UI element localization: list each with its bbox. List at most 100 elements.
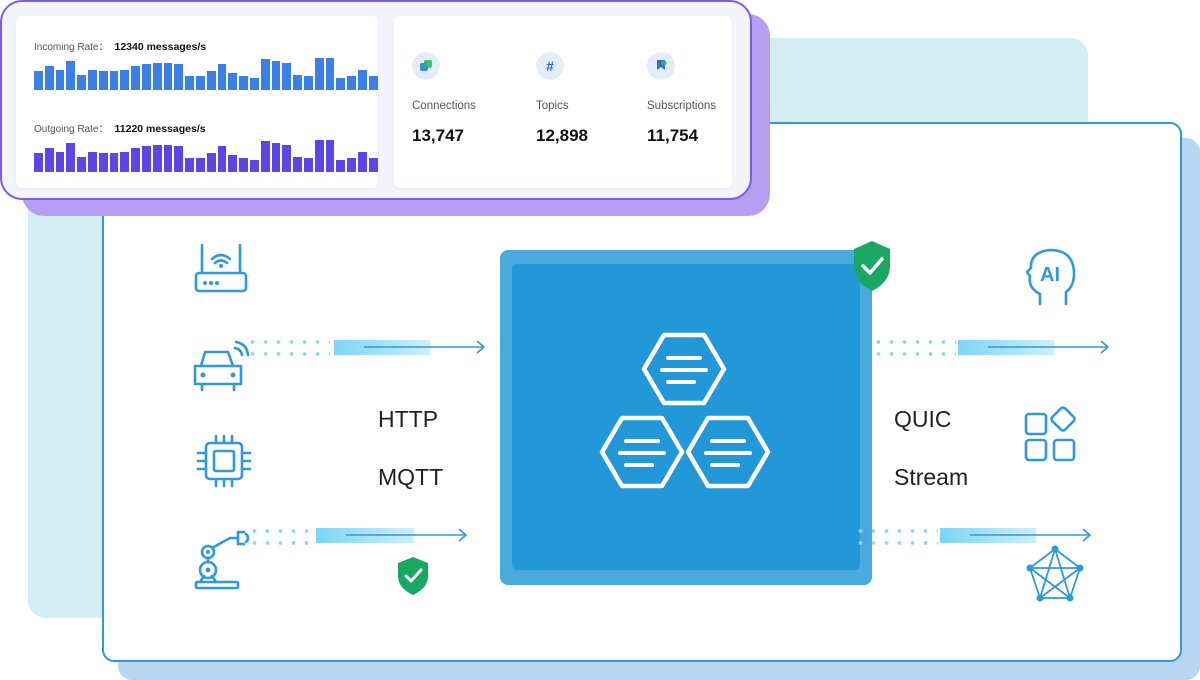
incoming-rate-bar <box>34 71 43 90</box>
incoming-rate-bar <box>228 73 238 90</box>
left-top-dots-2 <box>246 352 330 356</box>
outgoing-rate-bar <box>206 153 216 172</box>
protocol-stream: Stream <box>894 464 969 490</box>
incoming-rate-bar <box>120 70 130 90</box>
incoming-rate-bar <box>44 66 54 90</box>
outgoing-rate-label: Outgoing Rate： <box>34 124 109 135</box>
outgoing-rate-bar <box>174 146 184 172</box>
incoming-rate-bar <box>368 76 378 90</box>
incoming-rate-bar <box>152 63 162 90</box>
stat-connections-label: Connections <box>412 100 476 112</box>
stat-subscriptions-value: 11,754 <box>647 126 699 145</box>
apps-icon <box>1024 406 1076 462</box>
outgoing-rate-bar <box>87 152 97 172</box>
router-icon <box>194 243 248 293</box>
outgoing-rate-bar <box>260 141 270 172</box>
network-graph-icon <box>1026 545 1084 602</box>
incoming-rate-bar <box>336 78 346 90</box>
right-bottom-dots <box>854 529 938 533</box>
left-bottom-arrow-icon <box>346 528 468 542</box>
outgoing-rate-bar <box>120 152 130 172</box>
incoming-rate-bar <box>282 63 292 90</box>
right-bottom-dots-2 <box>854 541 938 545</box>
incoming-rate-bars <box>34 56 378 90</box>
stat-topics-value: 12,898 <box>536 126 588 145</box>
chip-icon <box>196 434 252 488</box>
incoming-rate-bar <box>163 63 173 90</box>
broker-hexagons-icon <box>599 332 771 489</box>
outgoing-rate-bar <box>228 155 238 172</box>
outgoing-rate-bar <box>271 143 281 172</box>
incoming-rate-bar <box>260 59 270 90</box>
incoming-rate-bar <box>293 75 302 90</box>
incoming-rate-bar <box>185 76 194 90</box>
ai-head-icon: AI <box>1025 248 1076 306</box>
rate-panel: Incoming Rate： 12340 messages/s Outgoing … <box>16 16 378 188</box>
incoming-rate-bar <box>249 78 259 90</box>
incoming-rate-bar <box>141 64 151 90</box>
outgoing-rate-bar <box>163 145 173 172</box>
incoming-rate-bar <box>109 71 119 90</box>
left-top-dots <box>246 340 330 344</box>
outgoing-rate-bar <box>347 158 356 172</box>
stat-topics-label: Topics <box>536 100 569 112</box>
right-top-dots <box>872 340 956 344</box>
outgoing-rate-bar <box>152 145 162 172</box>
left-bottom-dots-2 <box>248 541 312 545</box>
stat-topics: # Topics 12,898 <box>536 52 588 146</box>
outgoing-rate-bars <box>34 138 378 172</box>
robot-arm-icon <box>194 530 250 590</box>
metrics-card: Incoming Rate： 12340 messages/s Outgoing … <box>0 0 752 200</box>
outgoing-rate-bar <box>185 158 194 172</box>
outgoing-rate-bar <box>293 157 302 172</box>
incoming-rate-label: Incoming Rate： <box>34 42 109 53</box>
svg-text:AI: AI <box>1040 264 1060 286</box>
outgoing-rate-bar <box>141 146 151 172</box>
protocol-quic: QUIC <box>894 406 952 432</box>
outgoing-rate-bar <box>131 148 140 172</box>
left-bottom-dots <box>248 529 312 533</box>
shield-check-icon <box>398 557 428 595</box>
incoming-rate-bar <box>314 58 324 90</box>
protocol-http: HTTP <box>378 406 439 432</box>
left-top-arrow-icon <box>364 340 486 354</box>
hash-icon: # <box>536 52 564 80</box>
outgoing-rate-bar <box>217 146 227 172</box>
incoming-rate-bar <box>55 70 65 90</box>
connections-icon <box>412 52 440 80</box>
incoming-rate-bar <box>195 76 205 90</box>
incoming-rate-bar <box>174 64 184 90</box>
incoming-rate: Incoming Rate： 12340 messages/s <box>34 37 206 55</box>
outgoing-rate-bar <box>249 160 259 172</box>
incoming-rate-bar <box>325 58 335 90</box>
incoming-rate-value: 12340 messages/s <box>114 41 207 53</box>
outgoing-rate-bar <box>239 158 248 172</box>
incoming-rate-bar <box>66 61 76 90</box>
outgoing-rate-bar <box>325 140 335 172</box>
incoming-rate-bar <box>77 75 86 90</box>
protocol-mqtt: MQTT <box>378 464 444 490</box>
flag-icon <box>647 52 675 80</box>
connected-car-icon <box>193 340 250 392</box>
incoming-rate-bar <box>206 71 216 90</box>
outgoing-rate-bar <box>77 157 86 172</box>
incoming-rate-bar <box>98 71 108 90</box>
outgoing-rate-bar <box>282 145 292 172</box>
incoming-rate-bar <box>87 70 97 90</box>
broker-box <box>512 264 860 570</box>
stat-subscriptions: Subscriptions 11,754 <box>647 52 716 146</box>
outgoing-rate-bar <box>314 140 324 172</box>
incoming-rate-bar <box>347 76 356 90</box>
stats-panel: Connections 13,747 # Topics 12,898 Subsc… <box>394 16 732 188</box>
outgoing-rate-bar <box>336 160 346 172</box>
stat-subscriptions-label: Subscriptions <box>647 100 717 112</box>
outgoing-rate-bar <box>44 148 54 172</box>
incoming-rate-bar <box>131 66 140 90</box>
shield-check-icon <box>854 241 890 291</box>
right-top-dots-2 <box>872 352 956 356</box>
outgoing-rate-value: 11220 messages/s <box>114 123 206 135</box>
outgoing-rate-bar <box>195 158 205 172</box>
incoming-rate-bar <box>357 70 367 90</box>
outgoing-rate-bar <box>357 152 367 172</box>
outgoing-rate: Outgoing Rate： 11220 messages/s <box>34 119 206 137</box>
